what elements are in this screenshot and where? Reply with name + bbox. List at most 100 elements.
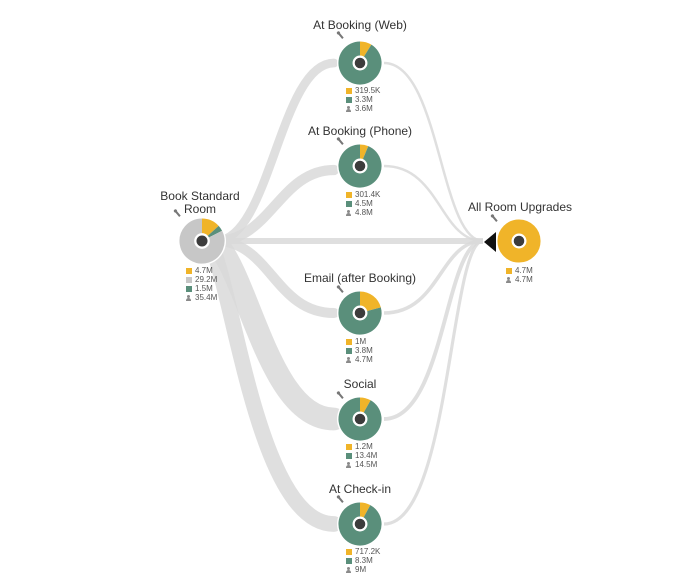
- legend-row-engaged: 1.5M: [186, 284, 217, 293]
- legend-row-engaged: 4.5M: [346, 199, 380, 208]
- legend-row-engaged: 13.4M: [346, 451, 377, 460]
- pin-icon[interactable]: [336, 495, 344, 504]
- legend-all-room-upgrades: 4.7M 4.7M: [506, 266, 533, 284]
- legend-at-check-in: 717.2K 8.3M 9M: [346, 547, 380, 574]
- pin-icon[interactable]: [336, 285, 344, 294]
- swatch-conversion-icon: [346, 87, 352, 94]
- people-icon: [346, 105, 352, 112]
- legend-row-conversions: 717.2K: [346, 547, 380, 556]
- node-all-room-upgrades[interactable]: [496, 218, 542, 264]
- node-title-at-booking-web: At Booking (Web): [313, 18, 407, 32]
- link-email-to-target[interactable]: [383, 239, 484, 315]
- link-web-to-target[interactable]: [383, 61, 484, 243]
- legend-row-conversions: 1M: [346, 337, 373, 346]
- swatch-engaged-icon: [346, 557, 352, 564]
- people-icon: [506, 276, 512, 283]
- donut-hub: [354, 307, 366, 319]
- donut-hub: [354, 57, 366, 69]
- link-source-to-social[interactable]: [204, 231, 346, 431]
- node-title-all-room-upgrades: All Room Upgrades: [467, 200, 573, 214]
- donut-segment: [359, 502, 371, 520]
- node-title-at-check-in: At Check-in: [328, 482, 392, 496]
- swatch-conversion-icon: [346, 338, 352, 345]
- donut-hub: [354, 518, 366, 530]
- link-source-to-checkin[interactable]: [204, 239, 342, 532]
- legend-email-after-booking: 1M 3.8M 4.7M: [346, 337, 373, 364]
- pin-icon[interactable]: [336, 31, 344, 40]
- pin-icon[interactable]: [173, 209, 181, 218]
- pin-icon[interactable]: [490, 214, 498, 223]
- donut-hub: [354, 413, 366, 425]
- people-icon: [186, 294, 192, 301]
- donut-hub: [354, 160, 366, 172]
- legend-row-total: 35.4M: [186, 293, 217, 302]
- pin-icon[interactable]: [336, 137, 344, 146]
- donut-segment: [359, 291, 381, 313]
- link-checkin-to-target[interactable]: [383, 239, 484, 526]
- donut-segment: [338, 144, 382, 188]
- donut-segment: [206, 225, 223, 239]
- swatch-conversion-icon: [346, 191, 352, 198]
- link-social-to-target[interactable]: [383, 239, 484, 421]
- arrow-target-icon: [484, 232, 496, 252]
- legend-social: 1.2M 13.4M 14.5M: [346, 442, 377, 469]
- node-email-after-booking[interactable]: [337, 290, 383, 336]
- swatch-conversion-icon: [186, 267, 192, 274]
- node-social[interactable]: [337, 396, 383, 442]
- node-at-booking-web[interactable]: [337, 40, 383, 86]
- node-title-social: Social: [343, 377, 377, 391]
- legend-row-conversions: 319.5K: [346, 86, 380, 95]
- legend-row-total: 4.7M: [506, 275, 533, 284]
- donut-segment: [359, 144, 369, 161]
- legend-row-engaged: 3.3M: [346, 95, 380, 104]
- link-phone-to-target[interactable]: [383, 164, 484, 243]
- donut-segment: [338, 41, 382, 85]
- donut-segment: [201, 218, 219, 238]
- people-icon: [346, 461, 352, 468]
- node-title-book-standard-room: Book Standard Room: [160, 189, 240, 216]
- legend-at-booking-web: 319.5K 3.3M 3.6M: [346, 86, 380, 113]
- pin-icon[interactable]: [336, 391, 344, 400]
- node-at-check-in[interactable]: [337, 501, 383, 547]
- swatch-engaged-icon: [346, 96, 352, 103]
- legend-row-conversions: 4.7M: [186, 266, 217, 275]
- legend-book-standard-room: 4.7M 29.2M 1.5M 35.4M: [186, 266, 217, 302]
- legend-row-conversions: 301.4K: [346, 190, 380, 199]
- swatch-conversion-icon: [346, 443, 352, 450]
- swatch-conversion-icon: [346, 548, 352, 555]
- donut-segment: [497, 219, 541, 263]
- donut-hub: [513, 235, 525, 247]
- legend-row-engaged: 8.3M: [346, 556, 380, 565]
- legend-row-conversions: 1.2M: [346, 442, 377, 451]
- donut-segment: [338, 502, 382, 546]
- flow-links: [204, 58, 484, 532]
- swatch-engaged-icon: [346, 200, 352, 207]
- donut-segment: [179, 218, 225, 264]
- donut-segment: [359, 41, 372, 59]
- legend-row-total: 9M: [346, 565, 380, 574]
- donut-segment: [359, 397, 371, 415]
- node-book-standard-room[interactable]: [178, 217, 226, 265]
- legend-row-not-engaged: 29.2M: [186, 275, 217, 284]
- swatch-not-engaged-icon: [186, 276, 192, 283]
- people-icon: [346, 566, 352, 573]
- node-title-email-after-booking: Email (after Booking): [303, 271, 417, 285]
- donut-hub: [196, 235, 208, 247]
- legend-at-booking-phone: 301.4K 4.5M 4.8M: [346, 190, 380, 217]
- legend-row-total: 3.6M: [346, 104, 380, 113]
- people-icon: [346, 356, 352, 363]
- swatch-conversion-icon: [506, 267, 512, 274]
- legend-row-engaged: 3.8M: [346, 346, 373, 355]
- legend-row-total: 4.7M: [346, 355, 373, 364]
- swatch-engaged-icon: [186, 285, 192, 292]
- donut-segment: [338, 397, 382, 441]
- node-at-booking-phone[interactable]: [337, 143, 383, 189]
- donut-segment: [338, 291, 382, 335]
- legend-row-total: 4.8M: [346, 208, 380, 217]
- people-icon: [346, 209, 352, 216]
- swatch-engaged-icon: [346, 452, 352, 459]
- link-source-to-email[interactable]: [210, 235, 340, 319]
- legend-row-conversions: 4.7M: [506, 266, 533, 275]
